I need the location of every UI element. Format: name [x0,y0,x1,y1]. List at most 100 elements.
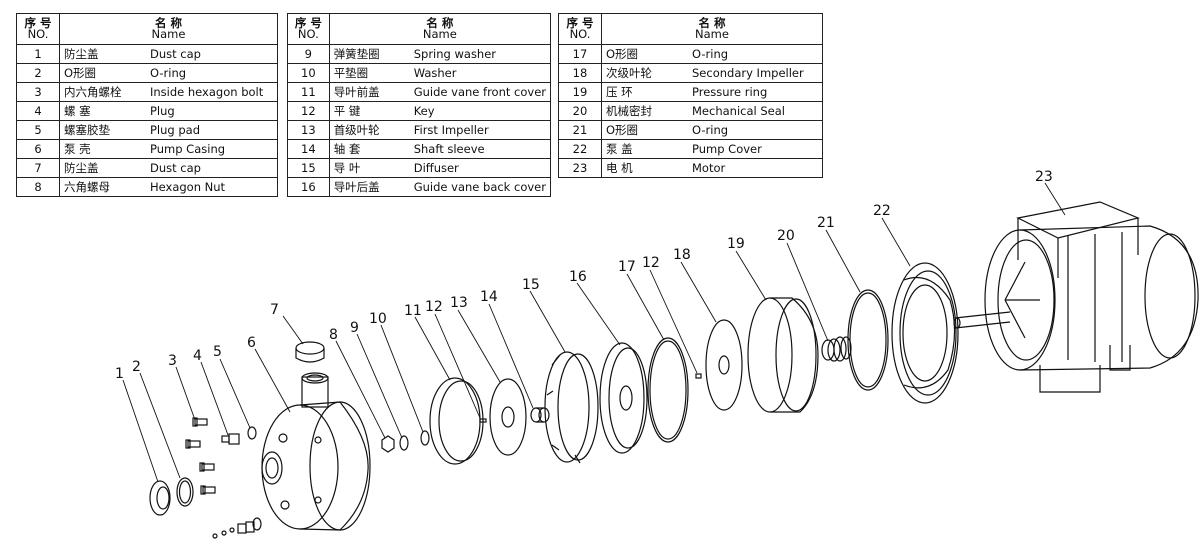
part-chinese-name: 六角螺母 [59,177,146,197]
part-chinese-name: 导叶前盖 [328,82,410,102]
callout-16: 16 [569,269,587,285]
callout-labels: 1 2 3 4 5 6 7 8 9 10 11 12 13 14 15 16 1… [115,169,1053,382]
part-english-name: Pump Casing [146,139,278,159]
part-number: 16 [287,177,330,197]
callout-20: 20 [777,228,795,244]
callout-1: 1 [115,366,124,382]
part-16-guide-vane-back-cover [599,342,648,454]
callout-9: 9 [350,320,359,336]
part-number: 12 [287,101,330,121]
part-chinese-name: 电 机 [601,158,688,178]
callout-15: 15 [522,277,540,293]
part-22-pump-cover [891,262,959,404]
part-english-name: Plug pad [146,120,278,140]
part-number: 10 [287,63,330,83]
part-14-shaft-sleeve [530,407,550,423]
part-english-name: Pump Cover [688,139,823,159]
part-number: 17 [558,44,602,64]
callout-12-secondary: 12 [642,255,660,271]
part-number: 19 [558,82,602,102]
callout-18: 18 [673,247,691,263]
part-chinese-name: 压 环 [601,82,688,102]
part-1-dust-cap [149,480,171,516]
part-chinese-name: 螺 塞 [59,101,146,121]
part-19-pressure-ring [747,297,819,413]
part-english-name: Motor [688,158,823,178]
part-18-secondary-impeller [705,319,743,411]
part-english-name: Spring washer [409,44,551,64]
callout-14: 14 [480,289,498,305]
part-9-spring-washer [399,435,409,451]
part-13-first-impeller [489,378,527,456]
part-2-o-ring [176,477,194,507]
part-11-guide-vane-front-cover [429,377,484,465]
callout-21: 21 [817,215,835,231]
part-21-o-ring [847,289,889,391]
callout-10: 10 [369,311,387,327]
part-17-o-ring [647,337,689,443]
part-english-name: Secondary Impeller [688,63,823,83]
part-number: 21 [558,120,602,140]
part-english-name: Dust cap [146,44,278,64]
part-number: 22 [558,139,602,159]
callout-3: 3 [168,353,177,369]
part-english-name: O-ring [688,44,823,64]
callout-17: 17 [618,259,636,275]
part-20-mechanical-seal [821,336,852,362]
part-4-plug [221,433,240,445]
leader-lines [122,182,1066,483]
part-7-dust-cap [295,341,325,363]
callout-4: 4 [193,348,202,364]
part-10-washer [420,430,430,446]
part-3-inside-hexagon-bolts [185,417,216,495]
part-number: 18 [558,63,602,83]
part-english-name: Inside hexagon bolt [146,82,278,102]
part-english-name: Guide vane back cover [409,177,551,197]
callout-6: 6 [247,335,256,351]
callout-5: 5 [213,344,222,360]
part-chinese-name: 导叶后盖 [328,177,410,197]
part-5-plug-pad [247,426,262,531]
part-15-diffuser [544,351,599,464]
part-chinese-name: O形圈 [59,63,146,83]
part-12-key-secondary [695,373,702,379]
callout-11: 11 [404,303,422,319]
part-chinese-name: 弹簧垫圈 [328,44,410,64]
callout-13: 13 [450,295,468,311]
part-chinese-name: 导 叶 [328,158,410,178]
callout-23: 23 [1035,169,1053,185]
callout-22: 22 [873,203,891,219]
small-screws [212,521,255,539]
part-8-hexagon-nut [381,435,395,453]
part-english-name: Pressure ring [688,82,823,102]
callout-2: 2 [132,359,141,375]
callout-7: 7 [270,302,279,318]
part-english-name: Guide vane front cover [409,82,551,102]
part-12-key [479,418,487,423]
part-number: 23 [558,158,602,178]
part-english-name: Hexagon Nut [146,177,278,197]
part-6-pump-casing [261,372,371,531]
part-english-name: Mechanical Seal [688,101,823,121]
